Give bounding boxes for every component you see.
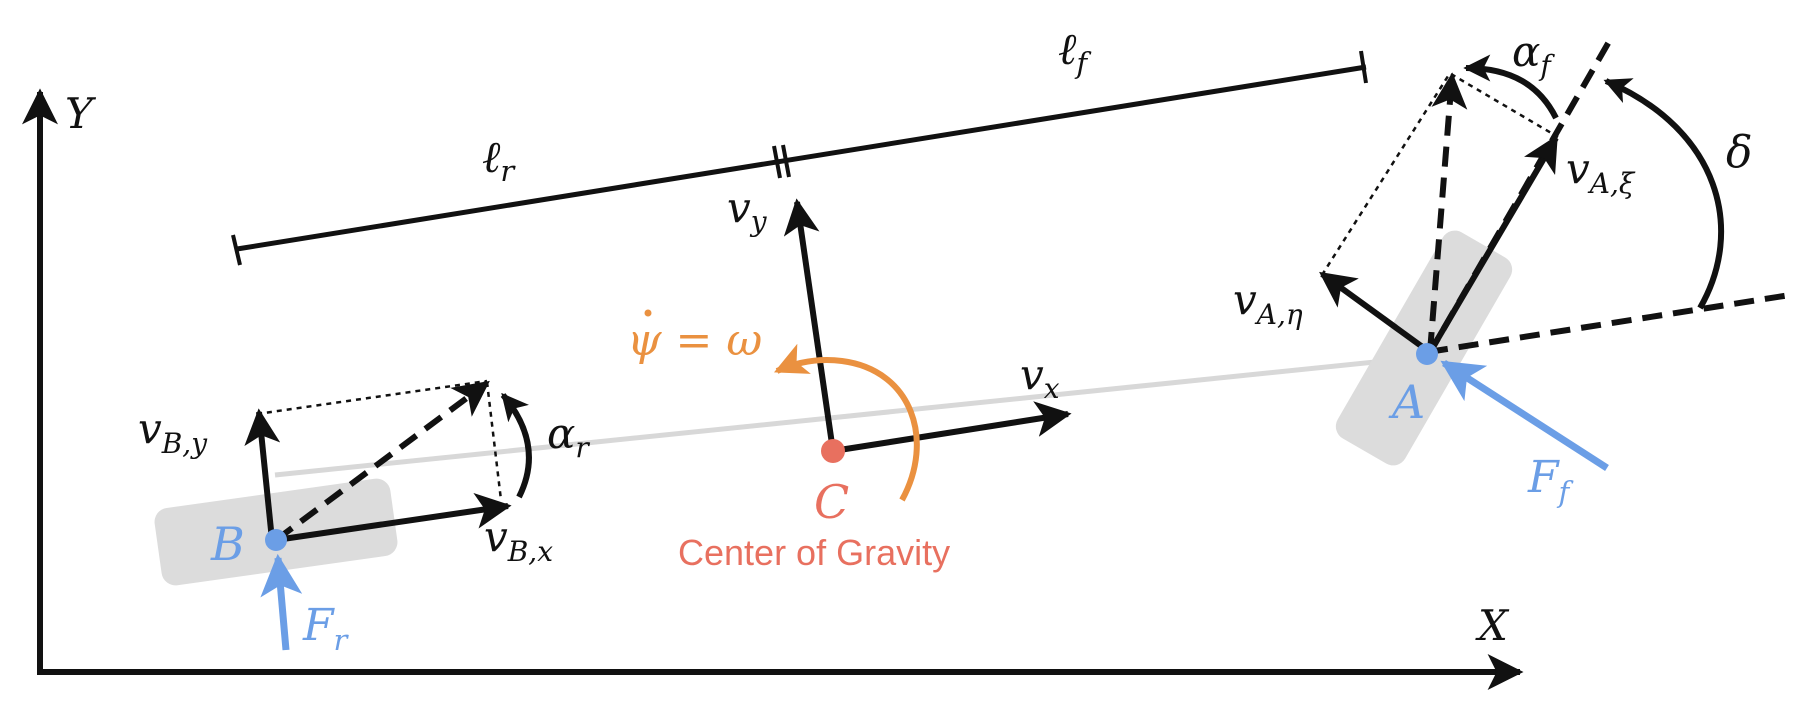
delta-arc bbox=[1603, 78, 1724, 310]
dimension-tick-center-1 bbox=[772, 145, 782, 179]
vy-arrow bbox=[783, 198, 836, 452]
vBx-arrow bbox=[275, 492, 512, 543]
vx-arrow bbox=[832, 401, 1072, 454]
vx-label: vx bbox=[1020, 350, 1060, 405]
vBy-label: vB,y bbox=[138, 404, 208, 460]
rear-construct-right bbox=[485, 381, 503, 501]
alpha-r-label: αr bbox=[547, 409, 590, 464]
center-point-label: C bbox=[814, 475, 849, 529]
rear-axle-point bbox=[265, 529, 287, 551]
front-construct-left bbox=[1320, 72, 1452, 276]
front-axle-label: A bbox=[1388, 375, 1425, 429]
force-rear-arrow bbox=[260, 553, 303, 651]
vAeta-label: vA,η bbox=[1233, 275, 1303, 331]
vAxi-label: vA,ξ bbox=[1566, 144, 1636, 200]
front-length-label: ℓf bbox=[1058, 24, 1092, 80]
dimension-tick-front bbox=[1359, 50, 1368, 84]
alpha-r-arc bbox=[500, 392, 532, 499]
alpha-f-arc bbox=[1463, 54, 1559, 120]
force-front-arrow bbox=[1440, 360, 1609, 471]
center-of-gravity-point bbox=[821, 439, 845, 463]
vBy-arrow bbox=[244, 408, 281, 541]
front-velocity-resultant bbox=[1427, 72, 1468, 353]
delta-label: δ bbox=[1726, 127, 1753, 178]
x-axis-label: X bbox=[1475, 601, 1510, 650]
dimension-tick-rear bbox=[231, 234, 242, 266]
yaw-rate-label: ψ = ω bbox=[627, 315, 762, 366]
center-of-gravity-caption: Center of Gravity bbox=[678, 532, 950, 573]
rear-construct-top bbox=[256, 379, 488, 416]
vAxi-arrow bbox=[1427, 134, 1559, 354]
rear-velocity-resultant bbox=[274, 380, 490, 543]
yaw-rate-dot bbox=[644, 309, 652, 317]
alpha-f-label: αf bbox=[1512, 27, 1555, 82]
front-construct-right bbox=[1450, 72, 1559, 139]
dimension-line bbox=[236, 64, 1367, 252]
rear-length-label: ℓr bbox=[482, 132, 516, 188]
vy-label: vy bbox=[727, 183, 768, 238]
y-axis-label: Y bbox=[65, 89, 97, 138]
vehicle-body-axis bbox=[274, 353, 1434, 478]
vBx-label: vB,x bbox=[484, 512, 553, 568]
rear-axle-label: B bbox=[210, 517, 245, 571]
dimension-tick-center-2 bbox=[781, 144, 791, 178]
force-rear-label: Fr bbox=[302, 600, 350, 657]
force-front-label: Ff bbox=[1527, 452, 1575, 509]
vAeta-arrow bbox=[1319, 271, 1426, 351]
yaw-rate-arc bbox=[773, 343, 920, 502]
front-axle-point bbox=[1416, 343, 1438, 365]
